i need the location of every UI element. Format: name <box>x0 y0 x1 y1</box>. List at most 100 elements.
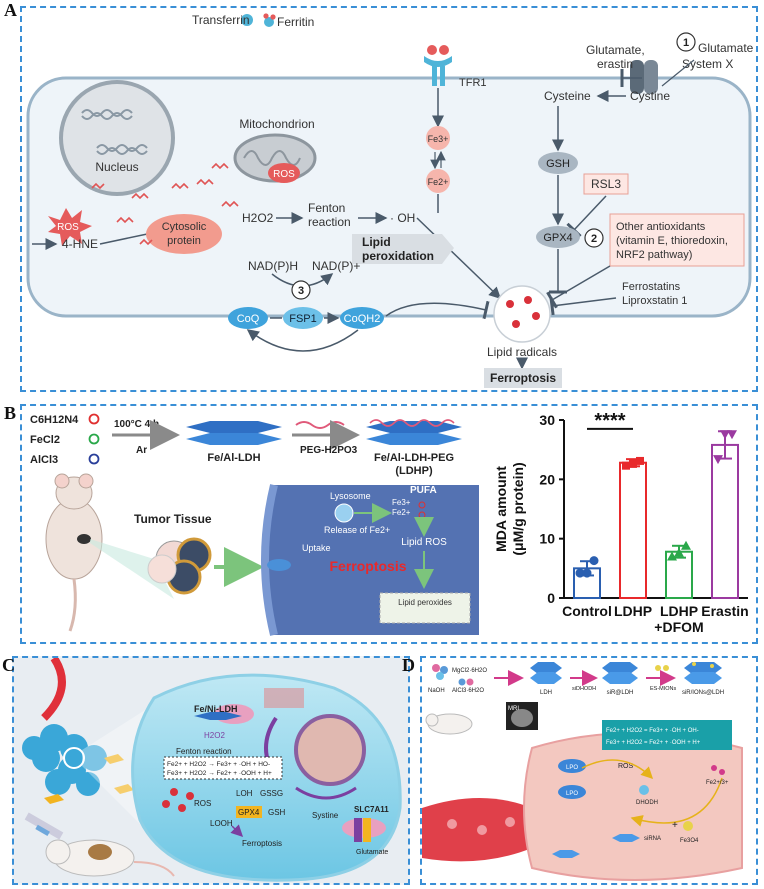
systine-label: Systine <box>312 811 339 820</box>
ferrostatins-label-2: Liproxstatin 1 <box>622 295 687 307</box>
ros-dots <box>162 788 194 812</box>
fe-al-ldh-icon <box>186 421 282 445</box>
panel-a-diagram: Nucleus Mitochondrion ROS ROS 4-HNE Cyto… <box>26 13 754 388</box>
point-1-1 <box>629 459 637 468</box>
panel-c-illustration: Fe/Ni-LDH H2O2 Fenton reaction Fe2+ + H2… <box>14 658 408 883</box>
x-tick-label-0: Control <box>562 603 612 619</box>
panel-a: Nucleus Mitochondrion ROS ROS 4-HNE Cyto… <box>20 6 758 392</box>
fe3-label: Fe3+ <box>428 134 449 144</box>
product2-label-1: Fe/Al-LDH-PEG <box>374 452 454 464</box>
lipid-peroxidation-box <box>352 234 454 264</box>
reagent-2: AlCl3 <box>30 454 58 466</box>
sir-ldh-label: siR@LDH <box>607 690 634 696</box>
lipid-radical-dots <box>506 296 540 328</box>
point-2-2 <box>681 540 691 550</box>
loh-label: LOH <box>236 789 253 798</box>
mgcl-label: MgCl2·6H2O <box>452 668 487 674</box>
point-0-1 <box>582 568 592 578</box>
panel-b <box>20 404 758 644</box>
transferrin-icon <box>241 14 253 26</box>
panel-d-illustration: MgCl2·6H2O NaOH AlCl3·6H2O LDH siDHODH s… <box>422 662 743 881</box>
hne-label: 4-HNE <box>62 237 98 251</box>
looh-label: LOOH <box>210 819 233 828</box>
cysteine-label: Cysteine <box>544 89 591 103</box>
point-3-1 <box>720 430 730 440</box>
blood-vessel <box>422 798 532 862</box>
oh-label: · OH <box>390 211 415 225</box>
lipid-perox-label-2: peroxidation <box>362 249 434 263</box>
ferroptosis-box <box>484 368 562 388</box>
fenton-label-2: reaction <box>308 215 351 229</box>
ldh-d-label: LDH <box>540 690 552 696</box>
cystine-label: Cystine <box>630 89 670 103</box>
y-axis-label-1: (μM/g protein) <box>510 462 526 555</box>
gsh-label: GSH <box>546 158 570 170</box>
ferroptosis-c-label: Ferroptosis <box>242 839 282 848</box>
pufa-label: PUFA <box>410 485 437 496</box>
mouse-d-icon <box>425 713 473 735</box>
glutamate-erastin-label-2: erastin <box>597 57 633 71</box>
nucleus-c <box>294 714 366 786</box>
point-0-0 <box>575 568 585 578</box>
ferritin-label: Ferritin <box>277 15 314 29</box>
rsl3-box <box>583 173 629 195</box>
ferrostatins-label-1: Ferrostatins <box>622 281 681 293</box>
system-xc-transporter <box>630 60 658 94</box>
fenton-c-label: Fenton reaction <box>176 747 232 756</box>
gpx4-c-label: GPX4 <box>238 808 260 817</box>
cond2-label: Ar <box>136 445 147 456</box>
lipid-radicals-circle <box>493 285 551 343</box>
y-tick-label-2: 20 <box>539 471 555 487</box>
product1-label: Fe/Al-LDH <box>207 452 260 464</box>
lpo2-label: LPO <box>566 791 578 797</box>
other-antiox-label-2: (vitamin E, thioredoxin, <box>616 235 728 247</box>
uptake-label: Uptake <box>302 543 331 553</box>
ferroptosis-label: Ferroptosis <box>490 371 556 385</box>
sidhodh-label: siDHODH <box>572 686 596 692</box>
panel-d <box>420 656 758 885</box>
naoh-label: NaOH <box>428 688 445 694</box>
point-3-2 <box>727 430 737 440</box>
mri-label: MRI <box>508 706 519 712</box>
fenton-eq-box <box>602 720 732 750</box>
num1-badge <box>676 32 696 52</box>
mouse-c-icon <box>45 839 175 877</box>
reagent-1: FeCl2 <box>30 434 60 446</box>
eq2-c: Fe3+ + H2O2 → Fe2+ + ·OOH + H+ <box>167 770 272 777</box>
slc7a11-label: SLC7A11 <box>354 805 389 814</box>
other-antiox-label-3: NRF2 pathway) <box>616 249 692 261</box>
other-antioxidants-box <box>609 213 745 267</box>
cytosolic-protein <box>146 214 222 254</box>
eq1-c: Fe2+ + H2O2 → Fe3+ + ·OH + HO- <box>167 761 270 768</box>
nadp-label: NAD(P)+ <box>312 259 360 273</box>
dhodh-label: DHODH <box>636 800 658 806</box>
nucleus <box>59 80 175 196</box>
ferroptosis-b-label: Ferroptosis <box>329 558 406 574</box>
y-axis-label-0: MDA amount <box>493 466 509 552</box>
fe2-node <box>426 169 450 193</box>
gsh-c-label: GSH <box>268 808 286 817</box>
ldh-sheets-d <box>552 834 640 858</box>
fe2-label: Fe2+ <box>428 177 449 187</box>
sir-ldh-icon <box>602 662 638 684</box>
panel-label-d: D <box>402 655 415 675</box>
num2-label: 2 <box>591 233 597 245</box>
release-label: Release of Fe2+ <box>324 525 390 535</box>
gsh-node <box>538 152 578 174</box>
lipid-peroxides-box <box>379 592 471 624</box>
x-tick-label-3: Erastin <box>701 603 748 619</box>
x-tick-label-2: LDHP <box>660 603 698 619</box>
product2-label-2: (LDHP) <box>395 465 433 477</box>
panel-label-b: B <box>4 403 17 423</box>
lipid-ros-label: Lipid ROS <box>401 537 447 548</box>
ferritin-icon <box>263 13 276 27</box>
tfr1-receptor <box>424 45 452 86</box>
ros-left-label: ROS <box>57 222 79 233</box>
fe-ions-label-2: Fe2+ <box>392 508 411 517</box>
mitochondrion-label: Mitochondrion <box>239 117 314 131</box>
panel-label-c: C <box>2 655 15 675</box>
fe3o4-label: Fe3O4 <box>680 838 699 844</box>
y-tick-label-1: 10 <box>539 531 555 547</box>
coq-label: CoQ <box>237 313 260 325</box>
panel-label-a: A <box>4 0 17 20</box>
